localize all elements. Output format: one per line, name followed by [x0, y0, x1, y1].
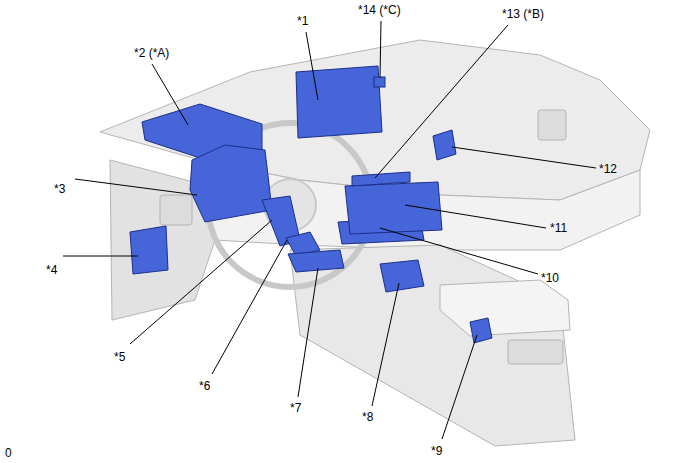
leader-line: [75, 179, 197, 195]
leader-line: [63, 256, 138, 257]
meter-cluster: [190, 145, 272, 222]
right-module: [433, 130, 456, 160]
leader-lines: [63, 21, 596, 439]
leader-line: [375, 25, 508, 178]
callout-number: *13 (*B): [502, 7, 544, 21]
leader-line: [152, 64, 188, 125]
callout-number: *9: [431, 444, 442, 458]
leader-line: [130, 220, 272, 344]
callout-number: *3: [54, 182, 65, 196]
callout-number: *2 (*A): [134, 46, 169, 60]
leader-line: [380, 21, 381, 78]
side-vent: [538, 110, 566, 140]
control-panel: [345, 182, 442, 234]
callout-number: *14 (*C): [358, 3, 401, 17]
leader-line: [442, 335, 477, 439]
callout-number: *8: [362, 410, 373, 424]
callout-number: *11: [550, 221, 567, 235]
components: [130, 66, 492, 343]
rear-vent: [508, 340, 563, 364]
display-part: [296, 66, 382, 138]
side-module: [130, 226, 168, 274]
callout-number: *12: [599, 162, 617, 176]
callout-number: *6: [199, 379, 210, 393]
leader-line: [380, 228, 538, 274]
antenna-part: [374, 77, 385, 87]
callout-number: 0: [5, 446, 12, 460]
leader-line: [452, 147, 596, 168]
leader-line: [372, 283, 399, 406]
callout-number: *7: [290, 401, 301, 415]
callout-number: *5: [114, 350, 125, 364]
console-module: [380, 260, 424, 292]
armrest: [440, 280, 570, 336]
callout-number: *4: [46, 263, 57, 277]
dashboard-body: [100, 40, 650, 446]
leader-line: [306, 32, 318, 100]
callout-number: *10: [541, 271, 559, 285]
switch-strip: [352, 172, 410, 186]
leader-line: [405, 205, 546, 228]
leader-line: [298, 268, 318, 397]
dash-top: [100, 40, 650, 200]
leader-line: [212, 240, 287, 374]
rear-module: [470, 318, 492, 343]
left-vent: [160, 195, 192, 225]
callout-number: *1: [297, 14, 308, 28]
lower-module: [288, 250, 344, 272]
